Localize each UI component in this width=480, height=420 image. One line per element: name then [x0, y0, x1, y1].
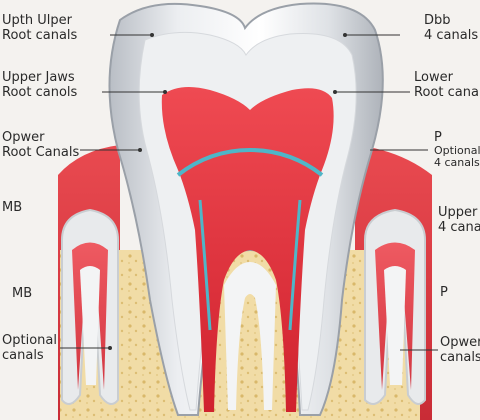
nerve-arch — [176, 147, 324, 177]
nerve-right — [288, 199, 302, 331]
label-p-optional: P Optional 4 canals — [434, 130, 480, 169]
label-dbb-4-canals: Dbb 4 canals — [424, 13, 479, 43]
nerve-left — [198, 199, 212, 331]
label-upper-4-canals: Upper 4 canals — [438, 205, 480, 235]
label-mb-lower: MB — [12, 286, 33, 301]
label-p-lower: P — [440, 285, 448, 300]
label-upper-jaws: Upper Jaws Root canols — [2, 70, 78, 100]
leader-lines — [60, 34, 438, 351]
label-optional-canals: Optional canals — [2, 333, 57, 363]
right-neighbor-tooth — [364, 208, 426, 405]
label-lower-root-canals: Lower Root canals — [414, 70, 480, 100]
label-upper-root-canals-left: Upth Ulper Root canals — [2, 13, 78, 43]
root-furcation — [224, 262, 276, 410]
leader-dots — [108, 33, 347, 350]
label-opwer-canals: Opwer canals — [440, 335, 480, 365]
label-opwer-root-canals: Opwer Root Canals — [2, 130, 80, 160]
left-neighbor-tooth — [61, 208, 119, 405]
label-mb-upper: MB — [2, 200, 23, 215]
pulp-chamber — [161, 86, 334, 412]
